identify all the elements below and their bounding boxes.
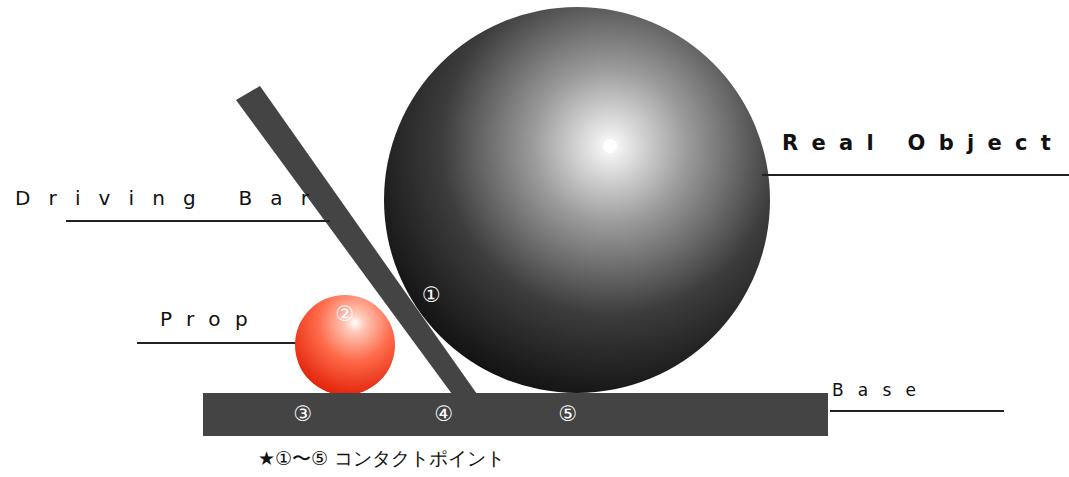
callout-number: ① xyxy=(422,285,441,306)
callout-number: ② xyxy=(336,304,355,325)
part-name: Driving Bar xyxy=(15,188,327,208)
callout-number: ④ xyxy=(435,404,454,425)
prop-ball: ② xyxy=(295,295,395,395)
leader-line xyxy=(830,410,1004,412)
caption: ★①〜⑤ コンタクトポイント xyxy=(258,449,505,468)
part-name: Real Object xyxy=(782,133,1064,154)
base-plate: ③ ④ ⑤ xyxy=(203,393,828,436)
part-name: Base xyxy=(832,382,930,399)
highlight xyxy=(603,139,617,153)
leader-line xyxy=(762,174,1069,176)
leader-line xyxy=(66,220,330,222)
real-object-sphere xyxy=(384,7,770,393)
part-name: Prop xyxy=(160,309,262,329)
callout-number: ③ xyxy=(294,404,313,425)
driving-bar xyxy=(236,86,477,394)
leader-line xyxy=(137,342,300,344)
callout-number: ⑤ xyxy=(559,404,578,425)
